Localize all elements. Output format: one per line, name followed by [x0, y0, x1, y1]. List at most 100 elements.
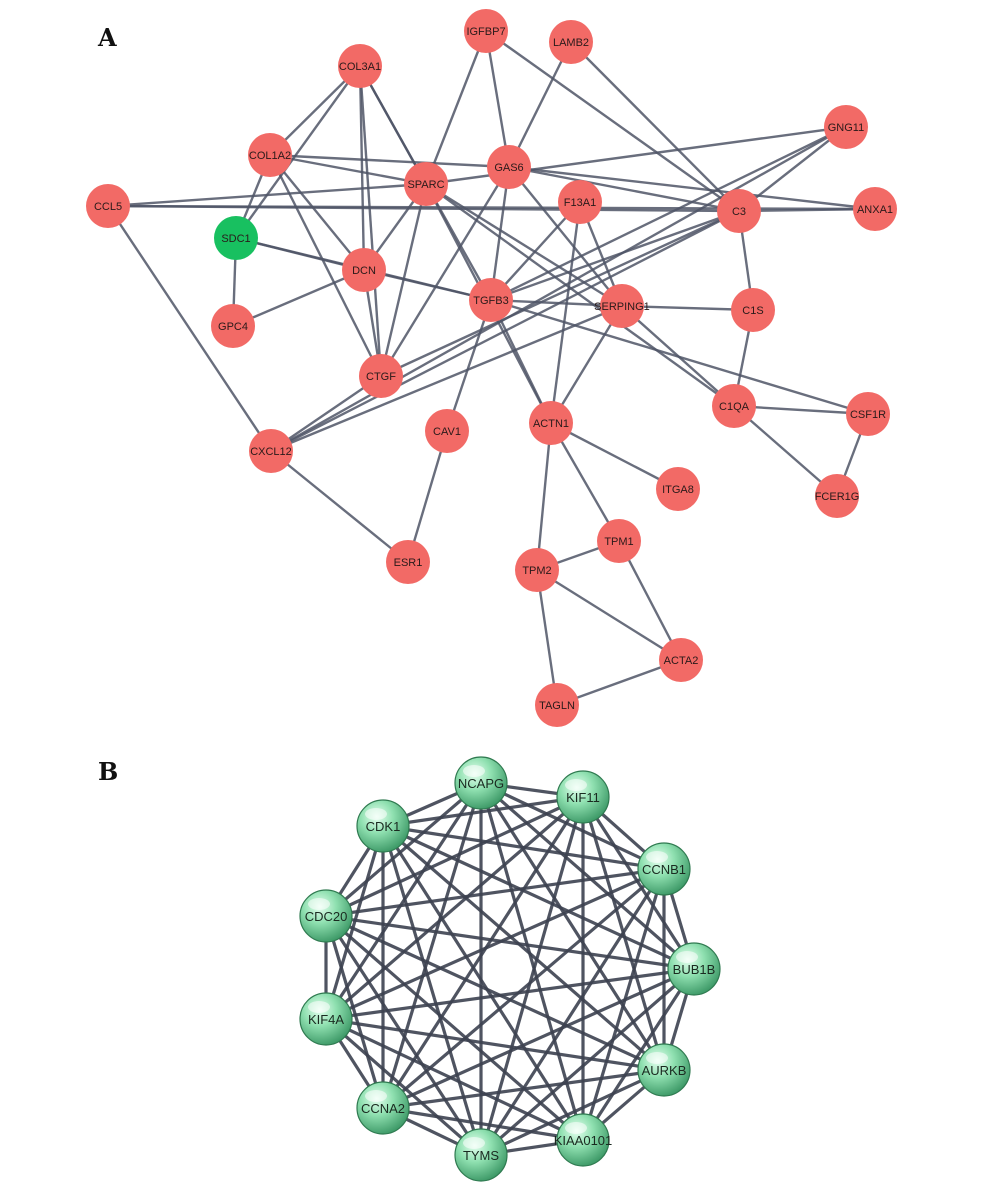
node-gng11: GNG11 — [824, 105, 868, 149]
panel-a-nodes: IGFBP7LAMB2COL3A1GNG11COL1A2SPARCGAS6F13… — [86, 9, 897, 727]
node-f13a1-circle — [558, 180, 602, 224]
panel-b-label: B — [98, 757, 118, 786]
node-c1qa: C1QA — [712, 384, 756, 428]
node-kiaa0101-label: KIAA0101 — [554, 1133, 613, 1148]
node-lamb2-label: LAMB2 — [553, 37, 589, 49]
edge-gas6-anxa1 — [508, 165, 876, 211]
edge-ncapg-kif4a — [324, 782, 483, 1020]
node-tpm1-circle — [597, 519, 641, 563]
edge-ncapg-cdc20 — [324, 781, 483, 918]
edge-tpm1-acta2 — [617, 540, 683, 661]
edge-gng11-cxcl12 — [270, 125, 847, 453]
node-kif11-label: KIF11 — [566, 790, 600, 805]
edge-col1a2-dcn — [269, 154, 365, 271]
node-serping1: SERPING1 — [594, 284, 650, 328]
node-fcer1g-label: FCER1G — [815, 491, 860, 503]
panel-b-nodes: NCAPGKIF11CCNB1BUB1BAURKBKIAA0101TYMSCCN… — [299, 756, 721, 1182]
edge-gas6-ctgf — [379, 166, 511, 377]
node-ccnb1-highlight — [646, 851, 668, 863]
node-tpm2-label: TPM2 — [522, 565, 551, 577]
node-col1a2-circle — [248, 133, 292, 177]
node-igfbp7-label: IGFBP7 — [466, 26, 505, 38]
edge-col1a2-gas6 — [269, 153, 510, 169]
node-ctgf-label: CTGF — [366, 371, 396, 383]
node-gng11-label: GNG11 — [828, 122, 864, 134]
edge-c3-anxa1 — [738, 207, 876, 213]
node-serping1-circle — [600, 284, 644, 328]
node-ccl5: CCL5 — [86, 184, 130, 228]
node-c1s-circle — [731, 288, 775, 332]
node-lamb2-circle — [549, 20, 593, 64]
edge-ccl5-cxcl12 — [107, 205, 272, 452]
node-ctgf: CTGF — [359, 354, 403, 398]
edge-serping1-actn1 — [549, 305, 624, 424]
edge-c3-cxcl12 — [270, 209, 740, 453]
edge-ccl5-sparc — [107, 182, 427, 208]
edge-kiaa0101-cdc20 — [324, 914, 585, 1142]
node-csf1r-circle — [846, 392, 890, 436]
node-tagln: TAGLN — [535, 683, 579, 727]
node-acta2: ACTA2 — [659, 638, 703, 682]
edge-gas6-c3 — [508, 165, 740, 213]
node-c1s: C1S — [731, 288, 775, 332]
node-ccnb1-label: CCNB1 — [642, 862, 686, 877]
edge-igfbp7-gas6 — [484, 30, 511, 168]
node-col3a1-label: COL3A1 — [339, 61, 381, 73]
edge-igfbp7-sparc — [424, 30, 488, 185]
node-cdk1: CDK1 — [356, 799, 410, 853]
edge-cxcl12-esr1 — [270, 450, 409, 563]
panel-a-network: IGFBP7LAMB2COL3A1GNG11COL1A2SPARCGAS6F13… — [86, 9, 897, 727]
edge-ncapg-bub1b — [479, 781, 696, 971]
edge-f13a1-tgfb3 — [490, 201, 581, 301]
node-tagln-label: TAGLN — [539, 700, 575, 712]
edge-tpm2-acta2 — [536, 568, 682, 662]
node-cdc20: CDC20 — [299, 889, 353, 943]
node-tgfb3-label: TGFB3 — [473, 295, 508, 307]
edge-ccnb1-cdk1 — [382, 824, 665, 871]
edge-gng11-tgfb3 — [490, 125, 847, 302]
node-gng11-circle — [824, 105, 868, 149]
edge-kif11-bub1b — [581, 796, 696, 970]
node-col1a2-label: COL1A2 — [249, 150, 291, 162]
edge-gas6-tgfb3 — [489, 166, 511, 301]
edge-ccnb1-ccna2 — [381, 867, 666, 1110]
node-gas6: GAS6 — [487, 145, 531, 189]
node-col1a2: COL1A2 — [248, 133, 292, 177]
node-ccnb1: CCNB1 — [637, 842, 691, 896]
edge-actn1-tpm1 — [549, 422, 621, 542]
node-tyms-highlight — [463, 1137, 485, 1149]
edge-tgfb3-cav1 — [445, 299, 493, 432]
edge-col3a1-dcn — [358, 65, 366, 271]
node-c3: C3 — [717, 189, 761, 233]
node-cav1: CAV1 — [425, 409, 469, 453]
edge-bub1b-cdk1 — [382, 824, 695, 971]
edge-tgfb3-c3 — [490, 209, 740, 302]
node-lamb2: LAMB2 — [549, 20, 593, 64]
edge-c1qa-csf1r — [733, 404, 869, 416]
edge-tpm2-tagln — [535, 569, 559, 706]
edge-col1a2-sparc — [269, 153, 427, 186]
edge-bub1b-tyms — [479, 967, 696, 1157]
node-gas6-label: GAS6 — [494, 162, 523, 174]
node-itga8-circle — [656, 467, 700, 511]
node-tagln-circle — [535, 683, 579, 727]
edge-f13a1-actn1 — [549, 201, 582, 424]
edge-c3-ctgf — [380, 209, 740, 378]
node-kif4a: KIF4A — [299, 992, 353, 1046]
node-bub1b: BUB1B — [667, 942, 721, 996]
node-fcer1g-circle — [815, 474, 859, 518]
edge-cxcl12-ctgf — [270, 375, 382, 452]
edge-kiaa0101-ccna2 — [382, 1106, 584, 1142]
node-sdc1-circle — [214, 216, 258, 260]
edge-ncapg-ccnb1 — [480, 781, 665, 871]
node-tgfb3: TGFB3 — [469, 278, 513, 322]
node-cav1-label: CAV1 — [433, 426, 461, 438]
node-kiaa0101-highlight — [565, 1122, 587, 1134]
edge-ccnb1-kiaa0101 — [581, 868, 666, 1141]
node-cdk1-label: CDK1 — [366, 819, 401, 834]
edge-tyms-cdc20 — [324, 915, 483, 1156]
node-kif4a-highlight — [308, 1001, 330, 1013]
node-itga8-label: ITGA8 — [662, 484, 694, 496]
edge-kiaa0101-cdk1 — [381, 825, 585, 1141]
